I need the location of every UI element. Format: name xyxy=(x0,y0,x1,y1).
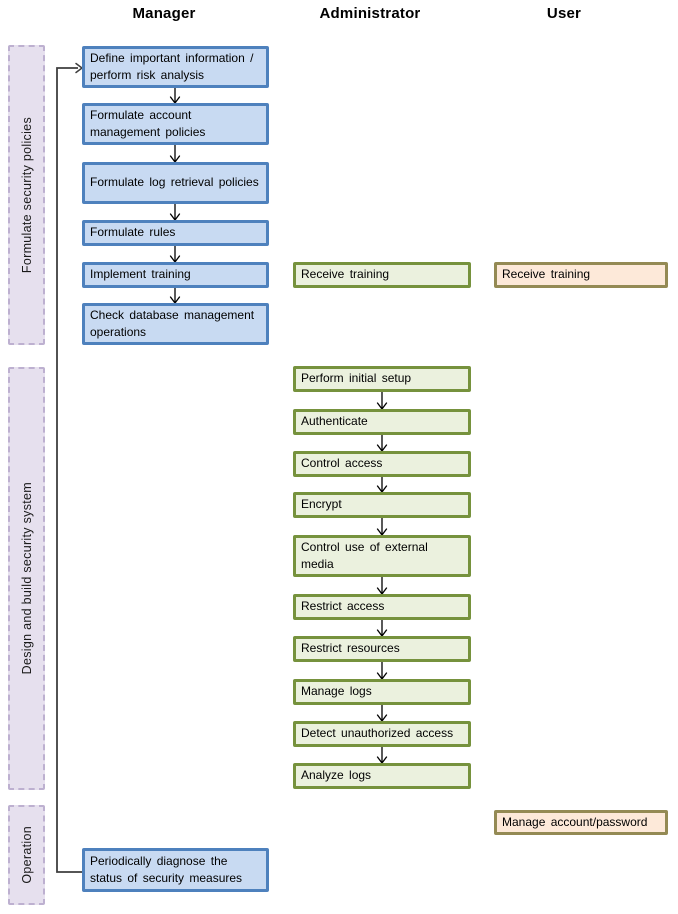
flow-node-formulate-rules: Formulate rules xyxy=(82,220,269,246)
phase-lane-operation: Operation xyxy=(8,805,45,905)
column-header-manager: Manager xyxy=(132,5,196,22)
flow-node-formulate-account-policies: Formulate account management policies xyxy=(82,103,269,145)
phase-lane-label: Design and build security system xyxy=(19,482,34,675)
flow-node-control-external-media: Control use of external media xyxy=(293,535,471,577)
flow-node-detect-unauthorized-access: Detect unauthorized access xyxy=(293,721,471,747)
flow-node-receive-training-user: Receive training xyxy=(494,262,668,288)
flow-node-manage-logs: Manage logs xyxy=(293,679,471,705)
flow-node-encrypt: Encrypt xyxy=(293,492,471,518)
phase-lane-formulate-security-policies: Formulate security policies xyxy=(8,45,45,345)
phase-lane-design-build-security-system: Design and build security system xyxy=(8,367,45,790)
phase-lane-label: Operation xyxy=(19,826,34,884)
flow-node-manage-account-password: Manage account/password xyxy=(494,810,668,835)
flow-node-restrict-access: Restrict access xyxy=(293,594,471,620)
flow-node-periodically-diagnose: Periodically diagnose the status of secu… xyxy=(82,848,269,892)
flow-node-authenticate: Authenticate xyxy=(293,409,471,435)
flow-node-formulate-log-policies: Formulate log retrieval policies xyxy=(82,162,269,204)
phase-lane-label: Formulate security policies xyxy=(19,116,34,274)
flow-node-analyze-logs: Analyze logs xyxy=(293,763,471,789)
flow-node-implement-training: Implement training xyxy=(82,262,269,288)
flow-node-check-database-operations: Check database management operations xyxy=(82,303,269,345)
column-header-administrator: Administrator xyxy=(319,5,421,22)
flow-node-receive-training-admin: Receive training xyxy=(293,262,471,288)
flow-node-control-access: Control access xyxy=(293,451,471,477)
flow-node-define-important-information: Define important information / perform r… xyxy=(82,46,269,88)
flow-node-restrict-resources: Restrict resources xyxy=(293,636,471,662)
column-header-user: User xyxy=(546,5,582,22)
flow-node-perform-initial-setup: Perform initial setup xyxy=(293,366,471,392)
